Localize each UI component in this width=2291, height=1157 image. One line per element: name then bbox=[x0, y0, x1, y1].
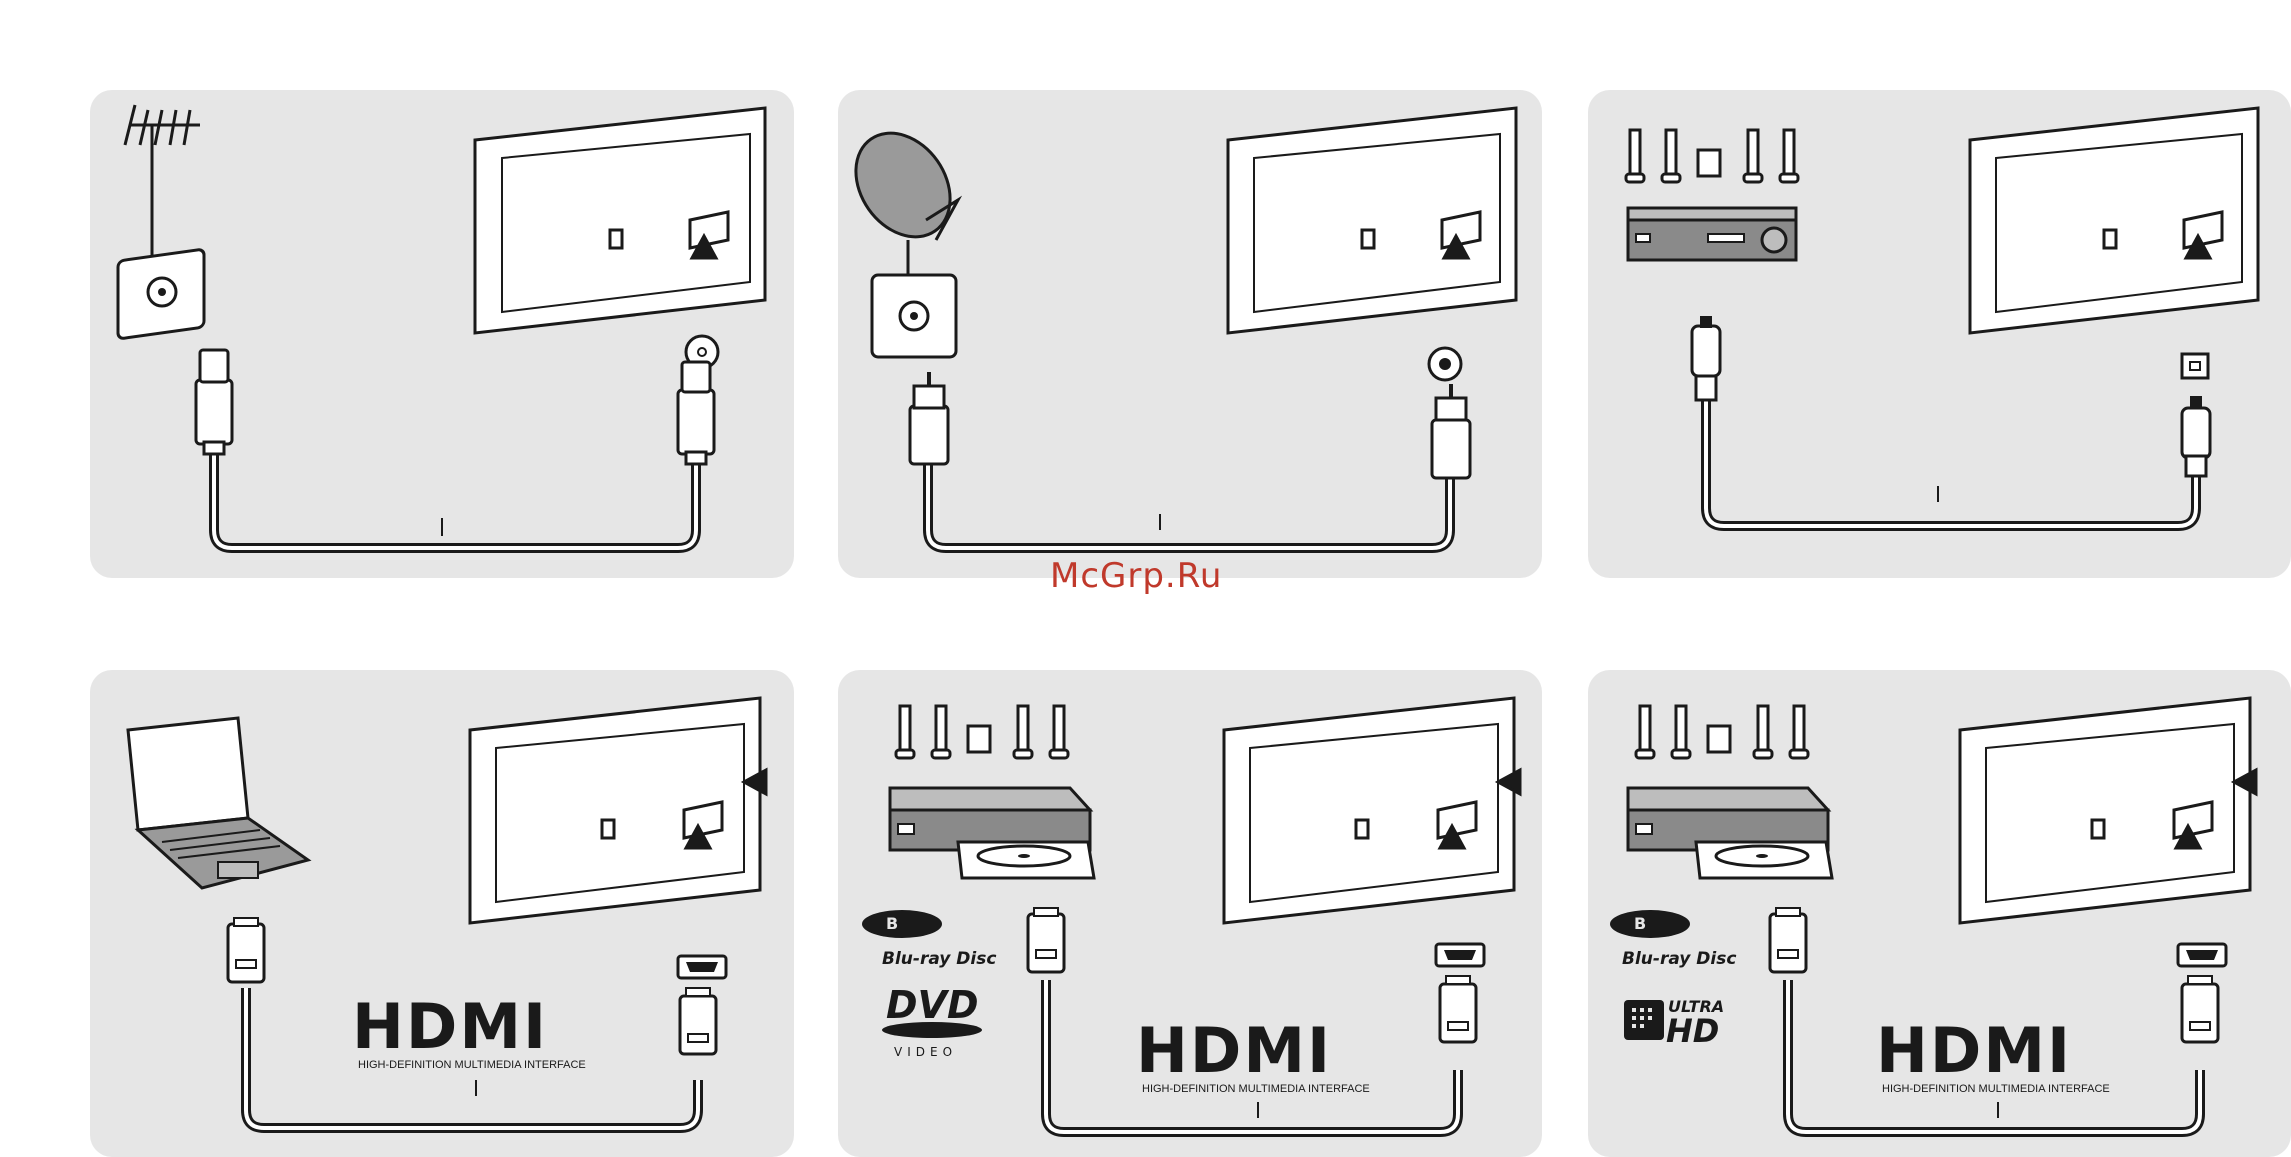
svg-text:B: B bbox=[886, 914, 898, 933]
f-connector-port-icon bbox=[1429, 348, 1461, 380]
dvd-logo-text: DVD bbox=[886, 983, 979, 1027]
ultra-hd-logo-bottom: HD bbox=[1666, 1012, 1719, 1050]
optical-cable bbox=[1692, 316, 2210, 526]
hdmi-port-icon bbox=[678, 956, 726, 978]
satellite-dish-icon bbox=[838, 115, 970, 275]
satellite-cable bbox=[910, 372, 1470, 548]
disc-player-dvd-diagram: B Blu-ray Disc DVD VIDEO HDMI HIGH-DEFIN… bbox=[838, 670, 1542, 1157]
dvd-logo-subtext: VIDEO bbox=[894, 1045, 957, 1059]
antenna-icon bbox=[125, 105, 200, 255]
disc-player-icon bbox=[890, 788, 1094, 878]
wall-socket-icon bbox=[118, 249, 204, 339]
panel-laptop: HDMI HIGH-DEFINITION MULTIMEDIA INTERFAC… bbox=[90, 670, 794, 1157]
tv-back-icon bbox=[1228, 108, 1516, 333]
ultra-hd-logo: ULTRA HD bbox=[1624, 997, 1724, 1050]
hdmi-logo-subtitle: HIGH-DEFINITION MULTIMEDIA INTERFACE bbox=[358, 1059, 586, 1071]
hdmi-port-icon bbox=[1436, 944, 1484, 966]
laptop-diagram: HDMI HIGH-DEFINITION MULTIMEDIA INTERFAC… bbox=[90, 670, 794, 1157]
hdmi-logo-word: HDMI bbox=[352, 990, 548, 1063]
hdmi-logo: HDMI HIGH-DEFINITION MULTIMEDIA INTERFAC… bbox=[1136, 1014, 1370, 1095]
bluray-logo: B Blu-ray Disc bbox=[1610, 910, 1736, 969]
home-theater-receiver-icon bbox=[1628, 208, 1796, 260]
hdmi-logo-word: HDMI bbox=[1136, 1014, 1332, 1087]
panel-optical-audio bbox=[1588, 90, 2291, 578]
wall-socket-icon bbox=[872, 275, 956, 357]
panel-disc-player-uhd: B Blu-ray Disc ULTRA HD HDMI bbox=[1588, 670, 2291, 1157]
coax-cable bbox=[196, 350, 714, 548]
optical-port-icon bbox=[2182, 354, 2208, 378]
hdmi-logo-word: HDMI bbox=[1876, 1014, 2072, 1087]
tv-back-icon bbox=[1960, 698, 2256, 923]
bluray-logo: B Blu-ray Disc bbox=[862, 910, 996, 969]
hdmi-logo-subtitle: HIGH-DEFINITION MULTIMEDIA INTERFACE bbox=[1142, 1083, 1370, 1095]
speaker-icons bbox=[1636, 706, 1808, 758]
antenna-diagram bbox=[90, 90, 794, 578]
tv-back-icon bbox=[475, 108, 765, 333]
panel-satellite bbox=[838, 90, 1542, 578]
bluray-logo-text: Blu-ray Disc bbox=[1622, 949, 1736, 969]
satellite-diagram bbox=[838, 90, 1542, 578]
svg-text:B: B bbox=[1634, 914, 1646, 933]
dvd-video-logo: DVD VIDEO bbox=[882, 983, 982, 1059]
hdmi-port-icon bbox=[2178, 944, 2226, 966]
optical-audio-diagram bbox=[1588, 90, 2291, 578]
panel-antenna bbox=[90, 90, 794, 578]
hdmi-logo-subtitle: HIGH-DEFINITION MULTIMEDIA INTERFACE bbox=[1882, 1083, 2110, 1095]
disc-player-icon bbox=[1628, 788, 1832, 878]
tv-back-icon bbox=[470, 698, 766, 923]
tv-back-icon bbox=[1970, 108, 2258, 333]
hdmi-logo: HDMI HIGH-DEFINITION MULTIMEDIA INTERFAC… bbox=[1876, 1014, 2110, 1095]
hdmi-logo: HDMI HIGH-DEFINITION MULTIMEDIA INTERFAC… bbox=[352, 990, 586, 1071]
panel-disc-player-dvd: B Blu-ray Disc DVD VIDEO HDMI HIGH-DEFIN… bbox=[838, 670, 1542, 1157]
disc-player-uhd-diagram: B Blu-ray Disc ULTRA HD HDMI bbox=[1588, 670, 2291, 1157]
tv-back-icon bbox=[1224, 698, 1520, 923]
speaker-icons bbox=[1626, 130, 1798, 182]
watermark-text: McGrp.Ru bbox=[1050, 556, 1222, 596]
bluray-logo-text: Blu-ray Disc bbox=[882, 949, 996, 969]
speaker-icons bbox=[896, 706, 1068, 758]
laptop-icon bbox=[128, 718, 308, 888]
